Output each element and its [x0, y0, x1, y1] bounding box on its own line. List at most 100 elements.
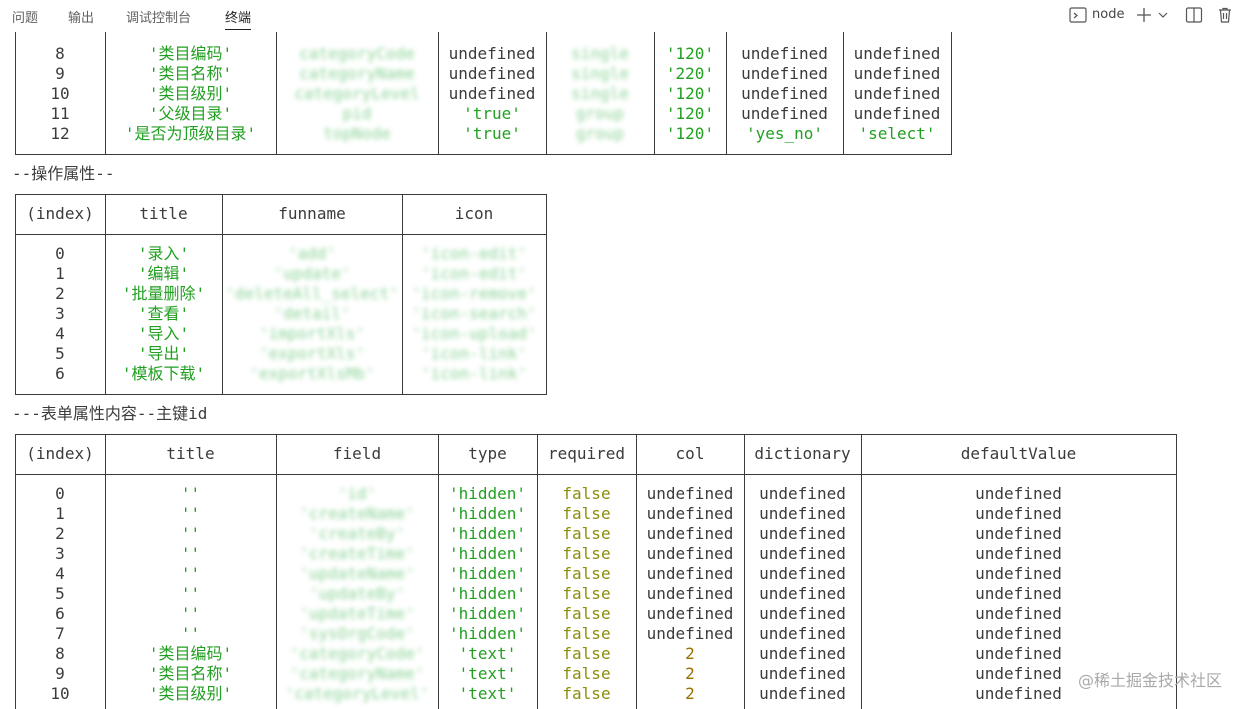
table-cell: undefined [975, 644, 1062, 663]
table-border [726, 32, 727, 155]
table-cell: 'categoryCode' [289, 644, 425, 663]
tab-debug-console[interactable]: 调试控制台 [126, 11, 192, 26]
table-cell: '' [180, 504, 201, 523]
table-cell: undefined [646, 564, 734, 583]
table-cell: false [562, 564, 611, 583]
table-cell: 'icon-search' [411, 304, 537, 323]
table-cell: '批量删除' [121, 284, 206, 303]
table-cell: undefined [975, 564, 1062, 583]
table-cell: undefined [646, 524, 734, 543]
table-cell: undefined [759, 684, 846, 703]
row-index: 4 [55, 324, 65, 343]
table-cell: undefined [975, 544, 1062, 563]
table-cell: '220' [665, 64, 715, 83]
terminal-output[interactable]: --操作属性-- ---表单属性内容--主键id 8'类目编码'category… [0, 32, 1244, 709]
column-header: type [468, 444, 507, 463]
row-index: 6 [55, 364, 65, 383]
table-cell: false [562, 544, 611, 563]
split-icon[interactable] [1184, 5, 1204, 25]
table-cell: false [562, 644, 611, 663]
table-cell: false [562, 624, 611, 643]
table-cell: 'deleteAll_select' [225, 284, 399, 303]
table-cell: 'sysOrgCode' [299, 624, 415, 643]
tab-terminal[interactable]: 终端 [225, 7, 252, 30]
table-cell: undefined [759, 664, 846, 683]
table-cell: 'true' [463, 124, 521, 143]
table-border [222, 194, 223, 395]
table-cell: undefined [646, 504, 734, 523]
table-cell: undefined [759, 504, 846, 523]
table-cell: '' [180, 524, 201, 543]
table-cell: 'hidden' [448, 564, 527, 583]
table-border [105, 32, 106, 155]
table-cell: undefined [759, 604, 846, 623]
table-cell: undefined [646, 484, 734, 503]
table-border [843, 32, 844, 155]
table-border [546, 32, 547, 155]
table-border [861, 434, 862, 709]
table-cell: undefined [741, 44, 828, 63]
table-cell: categoryName [299, 64, 415, 83]
table-cell: 'text' [458, 684, 517, 703]
tab-output[interactable]: 输出 [68, 11, 95, 26]
table-cell: pid [342, 104, 372, 123]
table-cell: undefined [975, 484, 1062, 503]
table-cell: 'exportXlsMb' [249, 364, 375, 383]
row-index: 8 [55, 44, 65, 63]
table-cell: 'categoryName' [289, 664, 425, 683]
table-cell: undefined [975, 524, 1062, 543]
plus-icon[interactable] [1134, 5, 1154, 25]
row-index: 1 [55, 504, 65, 523]
table-cell: 'icon-edit' [421, 264, 527, 283]
table-cell: 'detail' [273, 304, 351, 323]
table-cell: 'createBy' [308, 524, 406, 543]
table-cell: undefined [853, 64, 941, 83]
table-cell: undefined [853, 44, 941, 63]
table-cell: 'text' [458, 664, 517, 683]
table-cell: 2 [685, 684, 695, 703]
table-cell: 'icon-link' [421, 344, 527, 363]
table-cell: undefined [759, 484, 846, 503]
trash-icon[interactable] [1215, 5, 1235, 25]
table-cell: 'icon-edit' [421, 244, 527, 263]
table-cell: false [562, 664, 611, 683]
table-cell: undefined [741, 104, 828, 123]
table-cell: 2 [685, 664, 695, 683]
table-cell: '' [180, 484, 201, 503]
row-index: 11 [50, 104, 70, 123]
table-cell: '导入' [137, 324, 190, 343]
table-cell: 'hidden' [448, 524, 527, 543]
table-cell: '' [180, 624, 201, 643]
terminal-name-label[interactable]: node [1092, 7, 1125, 22]
table-cell: categoryCode [299, 44, 415, 63]
table-cell: '导出' [137, 344, 190, 363]
table-cell: 'yes_no' [745, 124, 824, 143]
tab-problems[interactable]: 问题 [12, 11, 39, 26]
table-cell: '' [180, 544, 201, 563]
table-cell: undefined [759, 524, 846, 543]
row-index: 1 [55, 264, 65, 283]
section-title-form: ---表单属性内容--主键id [12, 404, 208, 423]
terminal-icon[interactable] [1068, 5, 1088, 25]
table-border [438, 434, 439, 709]
table-cell: '编辑' [137, 264, 190, 283]
table-border [15, 394, 547, 395]
table-border [744, 434, 745, 709]
table-cell: undefined [853, 104, 941, 123]
table-border [276, 32, 277, 155]
table-cell: undefined [646, 624, 734, 643]
row-index: 3 [55, 304, 65, 323]
table-cell: undefined [741, 84, 828, 103]
chevron-down-icon[interactable] [1156, 5, 1170, 25]
table-cell: '120' [665, 44, 715, 63]
watermark: @稀土掘金技术社区 [1077, 671, 1222, 690]
table-cell: 'select' [858, 124, 936, 143]
table-cell: 'hidden' [448, 624, 527, 643]
table-cell: 'updateName' [299, 564, 415, 583]
table-cell: false [562, 584, 611, 603]
table-border [15, 434, 16, 709]
table-cell: topNode [323, 124, 391, 143]
table-cell: '类目名称' [148, 664, 233, 683]
table-border [15, 234, 547, 235]
table-cell: undefined [975, 584, 1062, 603]
